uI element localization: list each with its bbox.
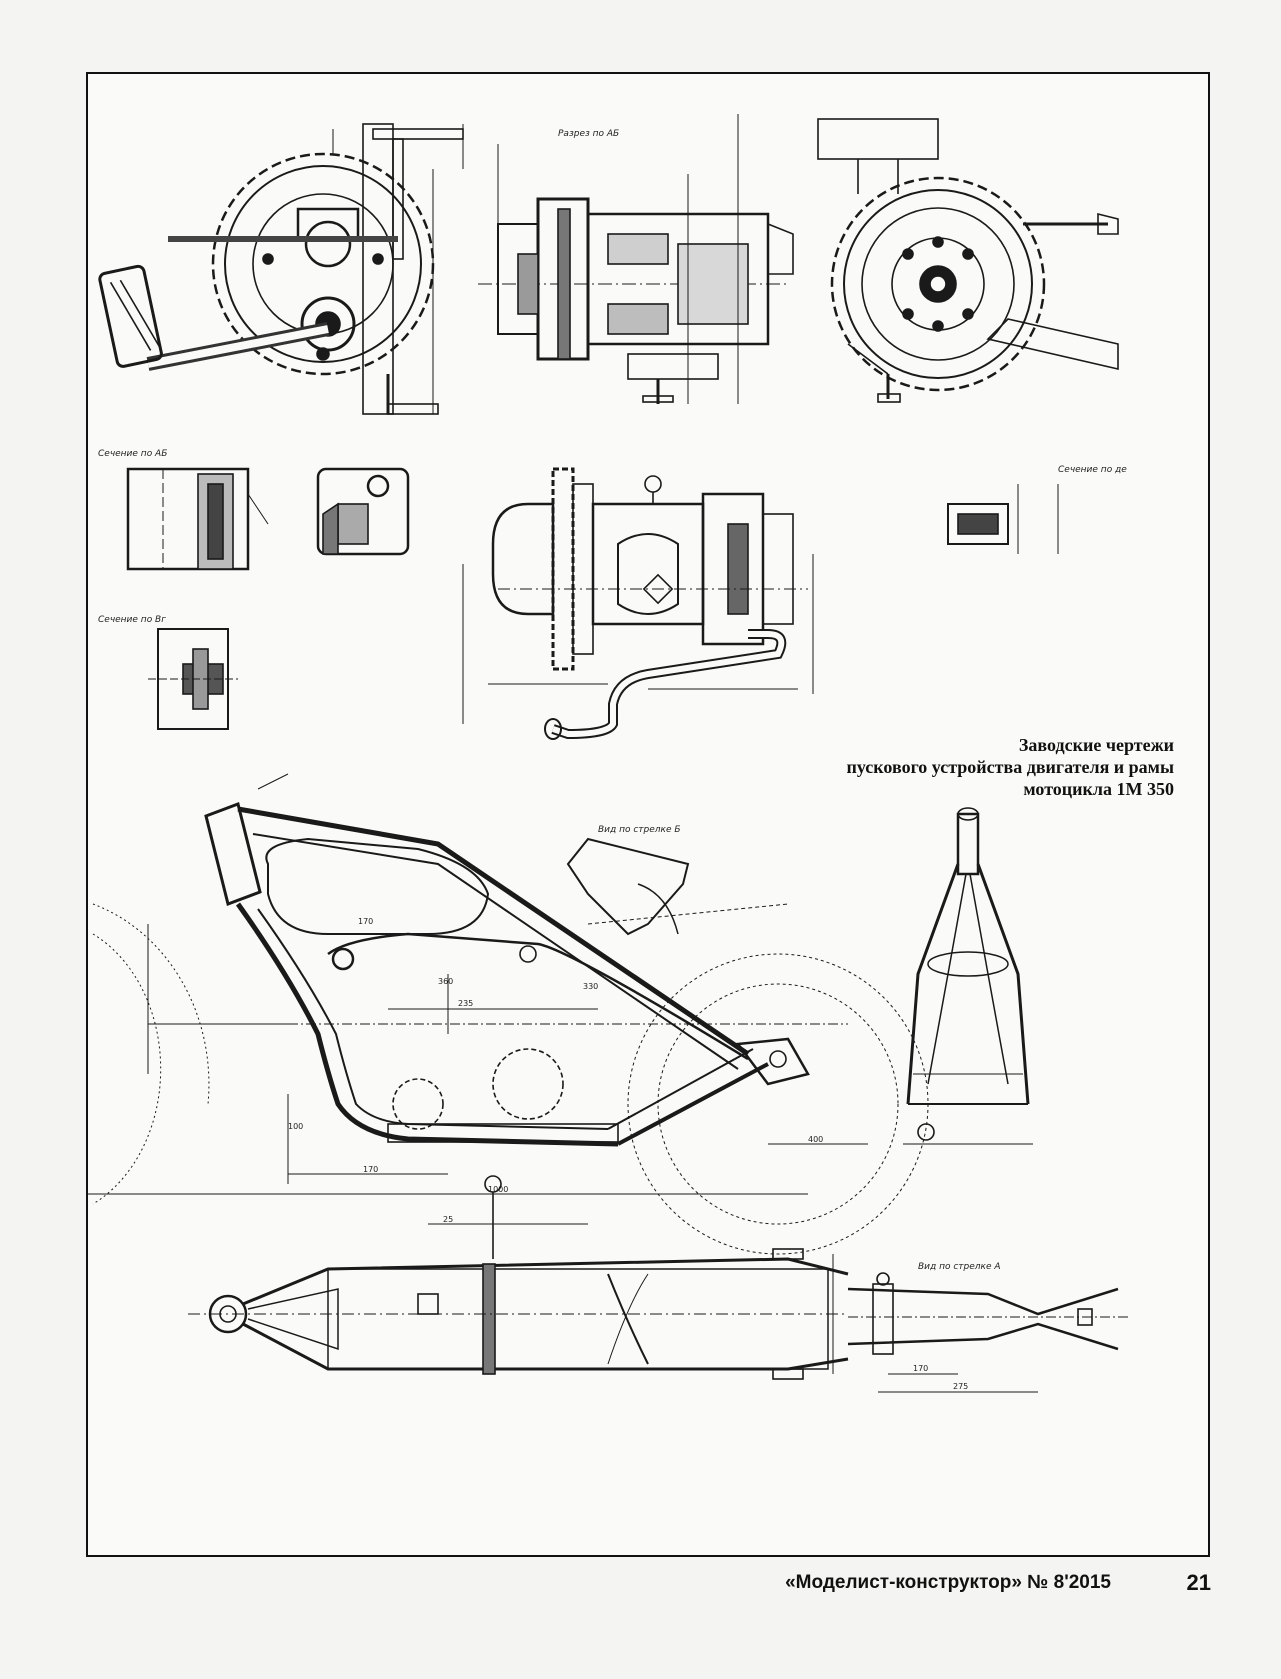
magazine-title: «Моделист-конструктор» № 8'2015	[785, 1572, 1111, 1593]
dim-170a: 170	[358, 917, 373, 926]
caption-line-1: Заводские чертежи	[1018, 735, 1174, 755]
drawing-frame: Разрез по АБ	[86, 72, 1210, 1557]
gearbox-section: Разрез по АБ	[478, 114, 794, 404]
caption-line-2: пускового устройства двигателя и рамы	[846, 757, 1174, 777]
dim-330: 330	[583, 982, 598, 991]
dim-170b: 170	[363, 1165, 378, 1174]
housing-detail	[316, 467, 410, 556]
dim-275: 275	[953, 1382, 968, 1391]
sprocket-front-view	[817, 118, 1119, 403]
section-de-detail: Сечение по де	[947, 465, 1127, 554]
section-de-label: Сечение по де	[1058, 465, 1127, 475]
page-number: 21	[1186, 1570, 1211, 1595]
sprocket-left-view	[98, 123, 464, 415]
dim-170c: 170	[913, 1364, 928, 1373]
caption-line-3: мотоцикла 1М 350	[1023, 779, 1174, 799]
section-vg-detail: Сечение по Вг	[98, 615, 238, 730]
view-a-label: Вид по стрелке А	[918, 1262, 1001, 1272]
section-ab-label: Разрез по АБ	[558, 129, 619, 139]
frame-rear-view	[903, 807, 1033, 1145]
view-b-label: Вид по стрелке Б	[598, 825, 681, 835]
dim-100: 100	[288, 1122, 303, 1131]
view-a-detail: Вид по стрелке А 170 275	[847, 1262, 1128, 1393]
technical-drawing: Разрез по АБ	[88, 114, 1128, 1393]
dim-360: 360	[438, 977, 453, 986]
frame-side-view: 360 330 170 235 170 1000 100 400	[88, 773, 929, 1255]
dim-25: 25	[443, 1215, 453, 1224]
page-footer: «Моделист-конструктор» № 8'2015 21	[0, 1570, 1281, 1612]
caption: Заводские чертежи пускового устройства д…	[846, 734, 1174, 800]
starter-assembly	[462, 467, 814, 740]
frame-top-view: 25	[188, 1175, 849, 1380]
section-ab2-label: Сечение по АБ	[98, 449, 167, 459]
dim-400: 400	[808, 1135, 823, 1144]
section-ab-detail: Сечение по АБ	[98, 449, 269, 571]
dim-235: 235	[458, 999, 473, 1008]
section-vg-label: Сечение по Вг	[98, 615, 166, 625]
view-b-detail: Вид по стрелке Б	[566, 825, 789, 936]
